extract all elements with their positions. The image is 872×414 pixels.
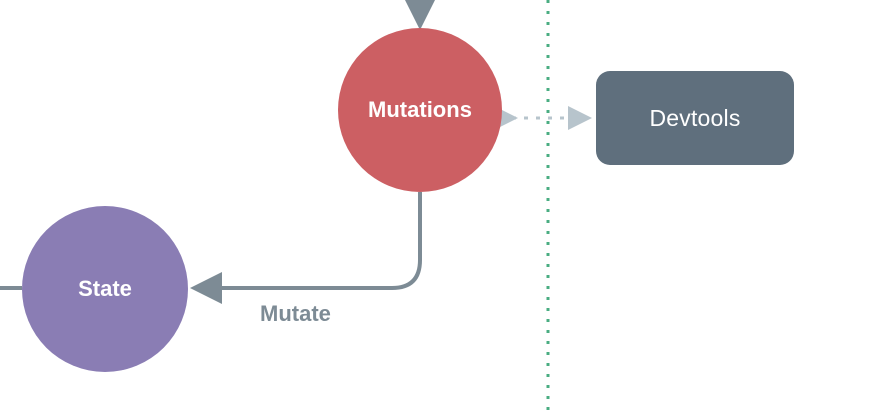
mutate-arrow <box>190 192 422 304</box>
state-label: State <box>78 276 132 301</box>
mutations-node: Mutations <box>338 28 502 192</box>
mutations-label: Mutations <box>368 97 472 122</box>
mutate-label: Mutate <box>260 301 331 326</box>
devtools-label: Devtools <box>649 104 741 131</box>
devtools-node: Devtools <box>596 71 794 165</box>
state-node: State <box>22 206 188 372</box>
